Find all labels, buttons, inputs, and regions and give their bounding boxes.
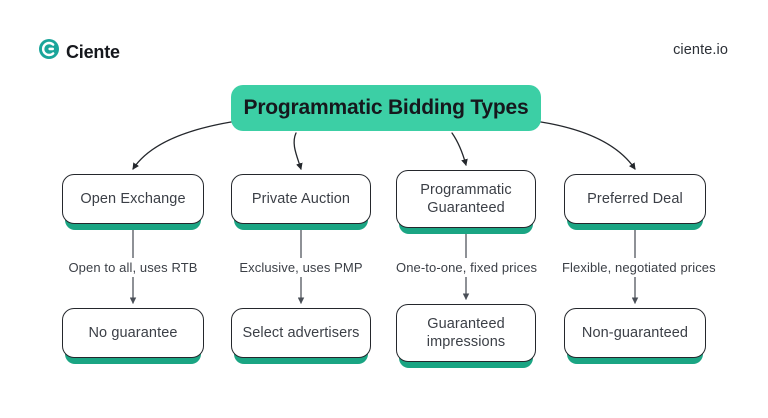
node-type-private-auction[interactable]: Private Auction bbox=[231, 174, 371, 224]
curve-to-preferred-deal bbox=[540, 121, 636, 170]
node-type-preferred-deal[interactable]: Preferred Deal bbox=[564, 174, 706, 224]
edge-label-private-auction: Exclusive, uses PMP bbox=[231, 258, 371, 277]
edge-label-open-exchange: Open to all, uses RTB bbox=[62, 258, 204, 277]
node-title-programmatic-bidding-types[interactable]: Programmatic Bidding Types bbox=[231, 85, 541, 131]
node-outcome-no-guarantee[interactable]: No guarantee bbox=[62, 308, 204, 358]
site-url: ciente.io bbox=[673, 42, 728, 58]
node-outcome-select-advertisers[interactable]: Select advertisers bbox=[231, 308, 371, 358]
edge-label-preferred-deal: Flexible, negotiated prices bbox=[558, 258, 716, 277]
brand-logo: Ciente bbox=[38, 38, 120, 65]
curve-to-programmatic-guaranteed bbox=[451, 132, 468, 166]
edge-label-programmatic-guaranteed: One-to-one, fixed prices bbox=[392, 258, 540, 277]
curve-to-open-exchange bbox=[132, 121, 232, 170]
node-outcome-non-guaranteed[interactable]: Non-guaranteed bbox=[564, 308, 706, 358]
ciente-circle-c-logo-icon bbox=[38, 38, 60, 65]
curve-to-private-auction bbox=[293, 132, 303, 170]
node-type-open-exchange[interactable]: Open Exchange bbox=[62, 174, 204, 224]
brand-name: Ciente bbox=[66, 41, 120, 62]
